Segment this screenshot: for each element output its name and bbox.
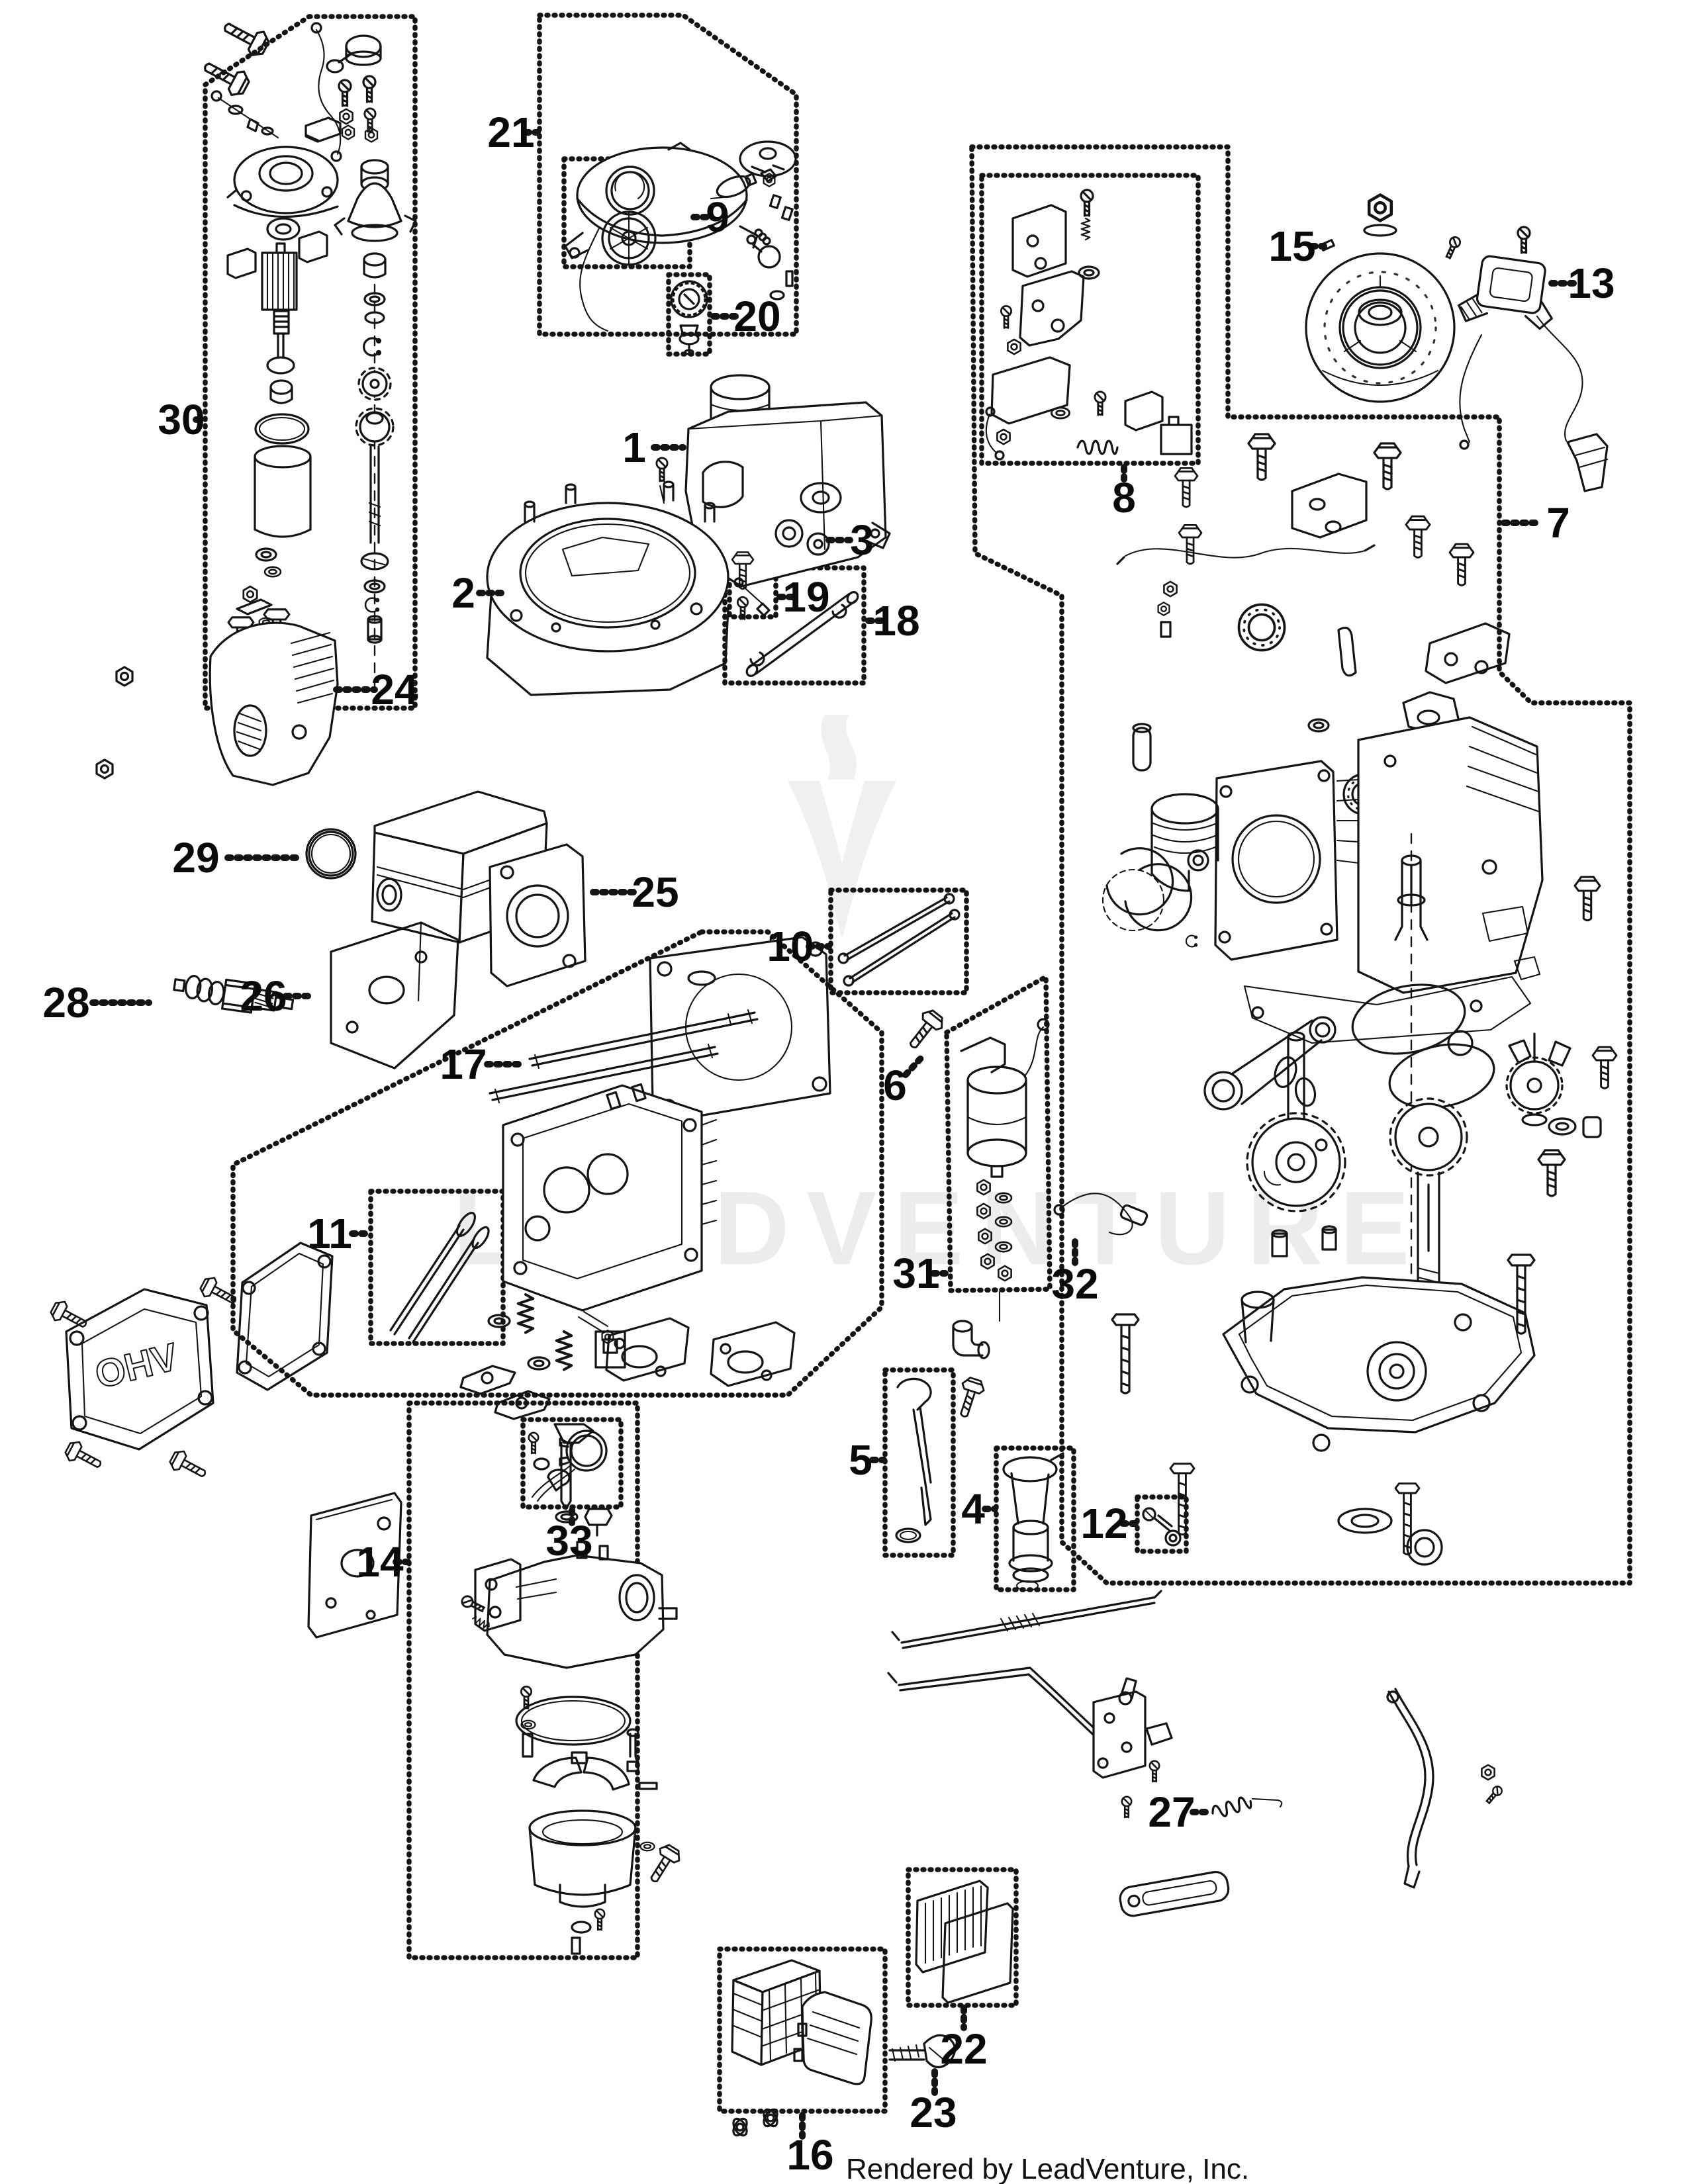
callout-layer: 1234567891011121314151617181920212223242… bbox=[42, 109, 1615, 2179]
grommets bbox=[774, 519, 830, 556]
box-21-recoil bbox=[537, 13, 799, 337]
wing-nuts bbox=[732, 2108, 778, 2137]
callout-label-23: 23 bbox=[910, 2089, 957, 2136]
callout-label-29: 29 bbox=[172, 834, 219, 882]
callout-label-2: 2 bbox=[451, 569, 475, 617]
box-31-solenoid bbox=[944, 974, 1053, 1293]
callout-label-26: 26 bbox=[240, 972, 287, 1020]
starter-motor-group bbox=[198, 13, 417, 694]
callout-label-12: 12 bbox=[1080, 1500, 1127, 1547]
exhaust-screen bbox=[305, 828, 357, 880]
callout-label-13: 13 bbox=[1568, 259, 1615, 307]
flywheel-group bbox=[1305, 195, 1456, 403]
callout-label-1: 1 bbox=[622, 424, 646, 471]
callout-label-24: 24 bbox=[371, 666, 418, 713]
box-18-fuel-line bbox=[722, 565, 867, 686]
box-14-carburetor bbox=[406, 1400, 640, 1960]
carburetor-group bbox=[459, 1423, 684, 1955]
callout-label-27: 27 bbox=[1148, 1788, 1195, 1836]
callout-label-20: 20 bbox=[733, 293, 780, 340]
carb-mount-gasket bbox=[307, 1492, 402, 1639]
cylinder-head-group bbox=[236, 921, 831, 1420]
callout-label-19: 19 bbox=[782, 573, 829, 621]
solenoid-group bbox=[902, 1005, 1050, 1359]
callout-label-14: 14 bbox=[356, 1538, 404, 1586]
muffler bbox=[371, 790, 586, 987]
box-7-engine bbox=[969, 144, 1632, 1586]
callout-label-21: 21 bbox=[487, 109, 534, 156]
callout-label-31: 31 bbox=[892, 1250, 939, 1297]
callout-label-17: 17 bbox=[440, 1040, 487, 1088]
callout-label-4: 4 bbox=[961, 1485, 985, 1533]
callout-label-10: 10 bbox=[767, 923, 814, 970]
callout-6-leader bbox=[902, 1054, 925, 1078]
callout-label-33: 33 bbox=[545, 1517, 592, 1565]
valve-cover: OHV bbox=[47, 1273, 241, 1485]
callout-label-7: 7 bbox=[1546, 499, 1570, 547]
callout-label-25: 25 bbox=[632, 868, 679, 916]
callout-label-15: 15 bbox=[1268, 222, 1315, 270]
air-cleaner-group bbox=[731, 1959, 872, 2137]
callout-label-8: 8 bbox=[1112, 474, 1136, 522]
callout-label-3: 3 bbox=[850, 516, 874, 564]
solenoid-lead-wire bbox=[1053, 1193, 1149, 1236]
muffler-guard bbox=[95, 621, 339, 786]
governor-linkage-group bbox=[887, 1590, 1505, 1917]
footer-credit: Rendered by LeadVenture, Inc. bbox=[846, 2153, 1249, 2184]
callout-label-6: 6 bbox=[883, 1062, 907, 1109]
box-10-pushrods bbox=[828, 887, 969, 995]
callout-label-16: 16 bbox=[786, 2131, 833, 2179]
ignition-coil-group bbox=[1442, 226, 1609, 492]
fuel-cap-group bbox=[670, 280, 708, 355]
oil-fill-tube-group bbox=[1002, 1452, 1064, 1592]
callout-label-18: 18 bbox=[872, 597, 919, 645]
box-8-brake bbox=[979, 173, 1201, 466]
callout-label-32: 32 bbox=[1051, 1260, 1098, 1308]
box-5-dipstick bbox=[882, 1367, 956, 1558]
callout-label-28: 28 bbox=[42, 979, 89, 1026]
brake-cable-parts bbox=[1116, 467, 1376, 638]
box-16-aircleaner bbox=[717, 1946, 888, 2114]
brake-bracket-group bbox=[985, 189, 1193, 461]
dipstick-group bbox=[895, 1375, 988, 1543]
callout-label-5: 5 bbox=[849, 1436, 872, 1484]
watermark-logo bbox=[788, 715, 896, 940]
engine-internals-group bbox=[1102, 433, 1618, 1566]
group-boxes bbox=[203, 13, 1632, 2114]
callout-label-22: 22 bbox=[940, 2025, 987, 2073]
callout-label-30: 30 bbox=[158, 396, 205, 443]
box-head-group bbox=[230, 929, 884, 1398]
callout-label-11: 11 bbox=[307, 1210, 352, 1257]
callout-label-9: 9 bbox=[706, 193, 729, 241]
box-11-valves bbox=[368, 1189, 506, 1346]
push-rods bbox=[837, 893, 961, 987]
air-filter-group bbox=[915, 1880, 1014, 2004]
box-30-starter bbox=[203, 14, 418, 711]
fuel-line-group bbox=[733, 577, 859, 677]
blower-housing-base bbox=[486, 480, 729, 696]
cover-thumbscrew bbox=[888, 2034, 957, 2069]
